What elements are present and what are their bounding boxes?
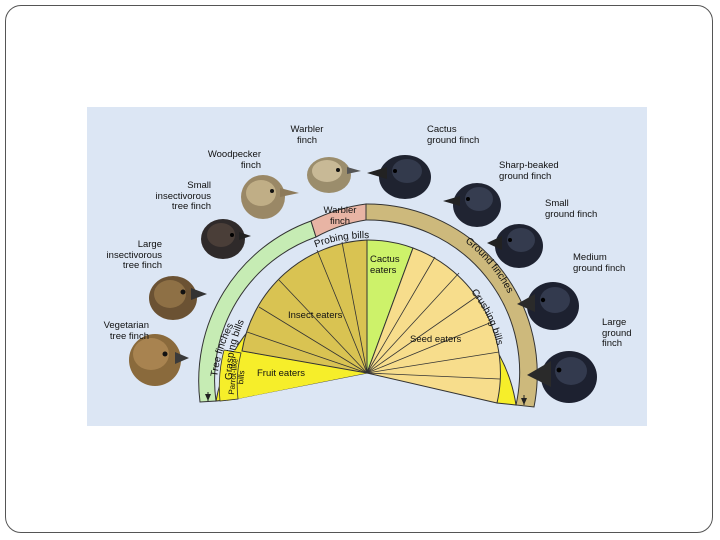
medium-ground-finch-icon <box>517 282 579 330</box>
bird-label-woodpecker: Woodpecker finch <box>207 149 261 171</box>
seed-eaters-label: Seed eaters <box>410 334 462 345</box>
bird-label-small-ground: Small ground finch <box>545 198 598 220</box>
small-insectivorous-finch-icon <box>201 219 251 259</box>
cactus-ground-finch-icon <box>367 155 431 199</box>
bird-label-cactus-ground: Cactus ground finch <box>427 124 480 146</box>
tree-arrow-icon <box>205 394 211 401</box>
finch-heads <box>129 155 597 403</box>
sharp-beaked-finch-icon <box>443 183 501 227</box>
finch-diagram: Tree finches Ground finches Probing bill… <box>87 107 647 426</box>
insect-eaters-label: Insect eaters <box>288 310 343 321</box>
fruit-eaters-label: Fruit eaters <box>257 368 306 379</box>
bird-label-small-insectivorous: Small insectivorous tree finch <box>155 180 211 212</box>
bird-label-warbler: Warbler finch <box>290 124 324 146</box>
cactus-eaters-label: Cactus eaters <box>370 254 400 276</box>
radial-lines <box>246 241 501 380</box>
adaptive-radiation-wheel: Tree finches Ground finches Probing bill… <box>129 155 597 408</box>
ground-finch-band <box>365 203 538 408</box>
large-ground-finch-icon <box>527 351 597 403</box>
bird-label-sharp-beaked: Sharp-beaked ground finch <box>499 160 559 182</box>
woodpecker-finch-icon <box>241 175 299 219</box>
warbler-finch-icon <box>307 157 361 193</box>
bird-label-large-ground: Large ground finch <box>602 317 632 349</box>
large-insectivorous-finch-icon <box>149 276 207 320</box>
warbler-band-label: Warbler finch <box>323 205 357 227</box>
bird-label-medium-ground: Medium ground finch <box>573 252 626 274</box>
parrot-bill-band <box>218 349 242 402</box>
bird-label-large-insectivorous: Large insectivorous tree finch <box>106 239 162 271</box>
ground-arrow-icon <box>521 398 527 405</box>
small-ground-finch-icon <box>487 224 543 268</box>
parrot-sector <box>226 350 367 401</box>
vegetarian-finch-icon <box>129 334 189 386</box>
bird-label-vegetarian: Vegetarian tree finch <box>103 320 149 342</box>
seed-sector <box>366 247 501 404</box>
